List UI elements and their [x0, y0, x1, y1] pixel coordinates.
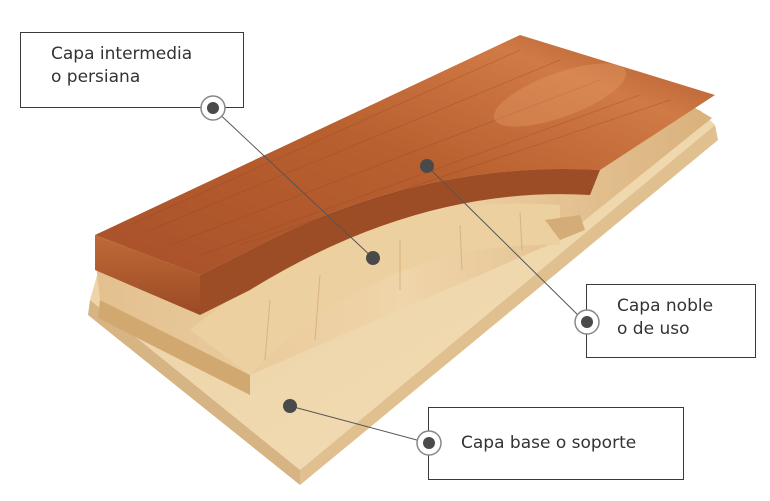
label-line: o persiana — [51, 67, 141, 87]
label-capa-noble: Capa noble o de uso — [586, 284, 756, 358]
label-capa-base: Capa base o soporte — [428, 407, 684, 480]
label-capa-intermedia: Capa intermedia o persiana — [20, 32, 244, 108]
marker-intermedia-dot — [366, 251, 380, 265]
label-line: Capa noble — [617, 296, 714, 316]
leader-lines — [212, 107, 586, 444]
plank-markers — [283, 159, 434, 413]
label-line: o de uso — [617, 319, 690, 339]
marker-noble-dot — [420, 159, 434, 173]
marker-base-dot — [283, 399, 297, 413]
label-line: Capa intermedia — [51, 44, 193, 64]
top-layer — [95, 35, 715, 315]
label-line: Capa base o soporte — [461, 433, 637, 453]
